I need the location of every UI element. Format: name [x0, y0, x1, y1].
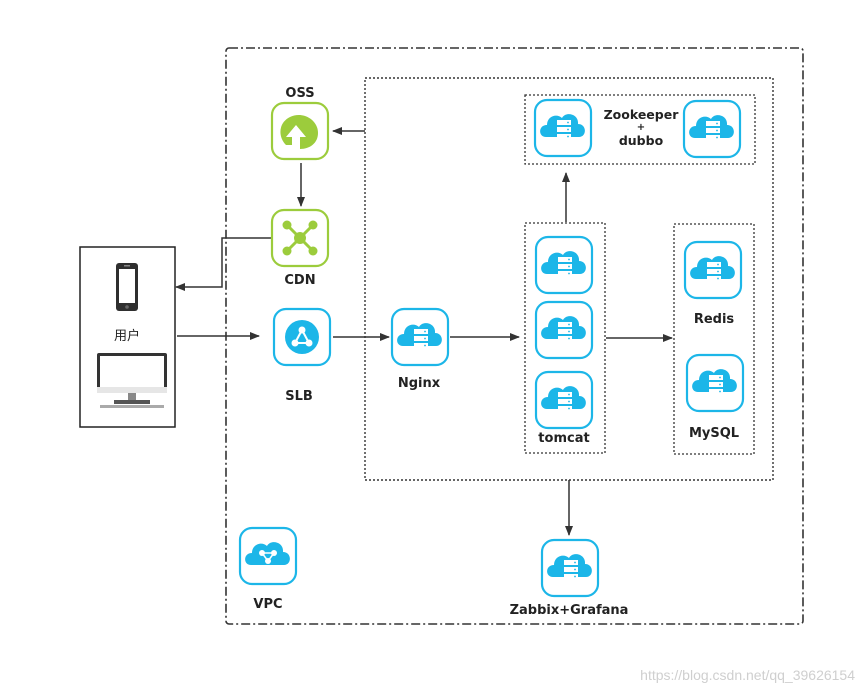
- database-group: [673, 223, 755, 455]
- tomcat-server-icon: [534, 235, 594, 295]
- user-group: [79, 246, 176, 428]
- vpc-label: VPC: [253, 597, 283, 612]
- desktop-monitor-icon: [97, 353, 167, 408]
- redis-label: Redis: [693, 312, 735, 327]
- dubbo-text: dubbo: [618, 133, 664, 148]
- plus-text: +: [636, 122, 646, 133]
- cdn-label: CDN: [284, 273, 316, 288]
- tomcat-label: tomcat: [538, 431, 590, 446]
- slb-label: SLB: [285, 389, 313, 404]
- nginx-server-icon: [390, 307, 450, 367]
- redis-server-icon: [683, 240, 743, 300]
- dubbo-server-icon: [682, 99, 742, 159]
- zookeeper-dubbo-label: Zookeeper + dubbo: [604, 107, 679, 148]
- oss-bucket-icon: [270, 101, 330, 161]
- zabbix-grafana-server-icon: [540, 538, 600, 598]
- nginx-label: Nginx: [397, 376, 441, 391]
- cdn-network-icon: [270, 208, 330, 268]
- vpc-network-icon: [238, 526, 298, 586]
- mysql-server-icon: [685, 353, 745, 413]
- zookeeper-server-icon: [533, 98, 593, 158]
- user-label: 用户: [113, 329, 141, 344]
- tomcat-server-icon: [534, 300, 594, 360]
- mysql-label: MySQL: [688, 426, 740, 441]
- monitor-label: Zabbix+Grafana: [509, 603, 629, 618]
- load-balancer-icon: [272, 307, 332, 367]
- phone-icon: [116, 263, 138, 311]
- zookeeper-group: [524, 94, 756, 165]
- oss-label: OSS: [285, 86, 315, 101]
- zookeeper-text: Zookeeper: [603, 107, 679, 122]
- arrow-cdn-to-user: [175, 237, 272, 291]
- tomcat-server-icon: [534, 370, 594, 430]
- watermark: https://blog.csdn.net/qq_39626154: [640, 667, 855, 683]
- tomcat-group: [524, 222, 606, 454]
